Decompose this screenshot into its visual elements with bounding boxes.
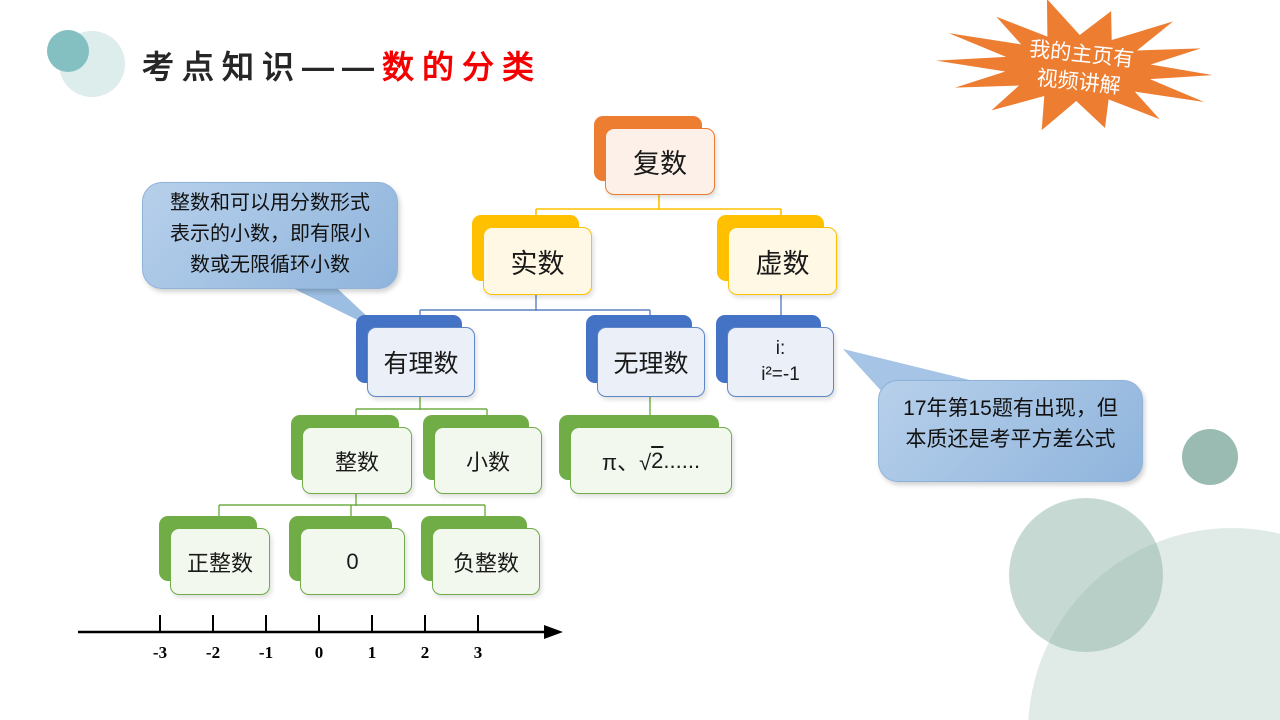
node-integers: 整数 bbox=[291, 415, 412, 494]
node-label: 负整数 bbox=[452, 550, 519, 576]
node-zero: 0 bbox=[289, 516, 405, 595]
node-imaginary-unit: i: i²=-1 bbox=[716, 315, 834, 397]
node-decimals: 小数 bbox=[423, 415, 542, 494]
node-label: 实数 bbox=[510, 248, 565, 279]
page-title: 考点知识——数的分类 bbox=[142, 42, 542, 88]
callout-exam-note: 17年第15题有出现，但 本质还是考平方差公式 bbox=[878, 380, 1143, 482]
node-label-line2: i²=-1 bbox=[761, 364, 800, 385]
node-label-line1: i: bbox=[775, 338, 786, 360]
node-positive-integers: 正整数 bbox=[159, 516, 270, 595]
number-line-label: -2 bbox=[206, 643, 220, 662]
connector-level1 bbox=[535, 191, 782, 232]
node-label-radicand: 2 bbox=[651, 447, 664, 473]
node-label: 有理数 bbox=[383, 350, 459, 378]
title-decor-circle-teal bbox=[47, 30, 89, 72]
node-label: 无理数 bbox=[613, 350, 689, 378]
callout-line: 17年第15题有出现，但 bbox=[903, 397, 1118, 420]
node-irrational-examples: π、√2...... bbox=[559, 415, 732, 494]
node-real-numbers: 实数 bbox=[472, 215, 592, 295]
node-label-prefix: π、√ bbox=[601, 449, 652, 475]
callout-line: 整数和可以用分数形式 bbox=[170, 192, 370, 214]
number-line-label: -1 bbox=[259, 643, 273, 662]
node-label-dots: ...... bbox=[663, 447, 701, 473]
bottom-right-decor-circle-medium bbox=[1009, 498, 1163, 652]
node-label: 小数 bbox=[465, 449, 510, 475]
number-line-label: 1 bbox=[368, 643, 377, 662]
starburst-icon bbox=[936, 0, 1213, 131]
node-label: 正整数 bbox=[186, 550, 253, 576]
node-irrational-numbers: 无理数 bbox=[586, 315, 705, 397]
page-title-prefix: 考点知识—— bbox=[142, 49, 383, 85]
node-label: 0 bbox=[346, 548, 359, 574]
node-imaginary-numbers: 虚数 bbox=[717, 215, 837, 295]
node-label: 整数 bbox=[334, 449, 379, 475]
number-line: -3 -2 -1 0 1 2 3 bbox=[78, 615, 563, 662]
callout-line: 本质还是考平方差公式 bbox=[905, 428, 1116, 451]
node-complex-numbers: 复数 bbox=[594, 116, 715, 195]
number-line-arrowhead bbox=[544, 625, 563, 639]
number-line-label: -3 bbox=[153, 643, 167, 662]
node-label: 虚数 bbox=[755, 248, 810, 279]
page-title-highlight: 数的分类 bbox=[382, 49, 543, 85]
callout-line: 表示的小数，即有限小 bbox=[170, 223, 370, 245]
number-line-label: 0 bbox=[315, 643, 324, 662]
bottom-right-decor-circle-small bbox=[1182, 429, 1238, 485]
node-negative-integers: 负整数 bbox=[421, 516, 540, 595]
node-label: 复数 bbox=[633, 149, 687, 179]
number-line-label: 3 bbox=[474, 643, 483, 662]
callout-rational-definition: 整数和可以用分数形式 表示的小数，即有限小 数或无限循环小数 bbox=[142, 182, 398, 289]
number-line-label: 2 bbox=[421, 643, 430, 662]
callout-line: 数或无限循环小数 bbox=[190, 254, 350, 276]
node-rational-numbers: 有理数 bbox=[356, 315, 475, 397]
